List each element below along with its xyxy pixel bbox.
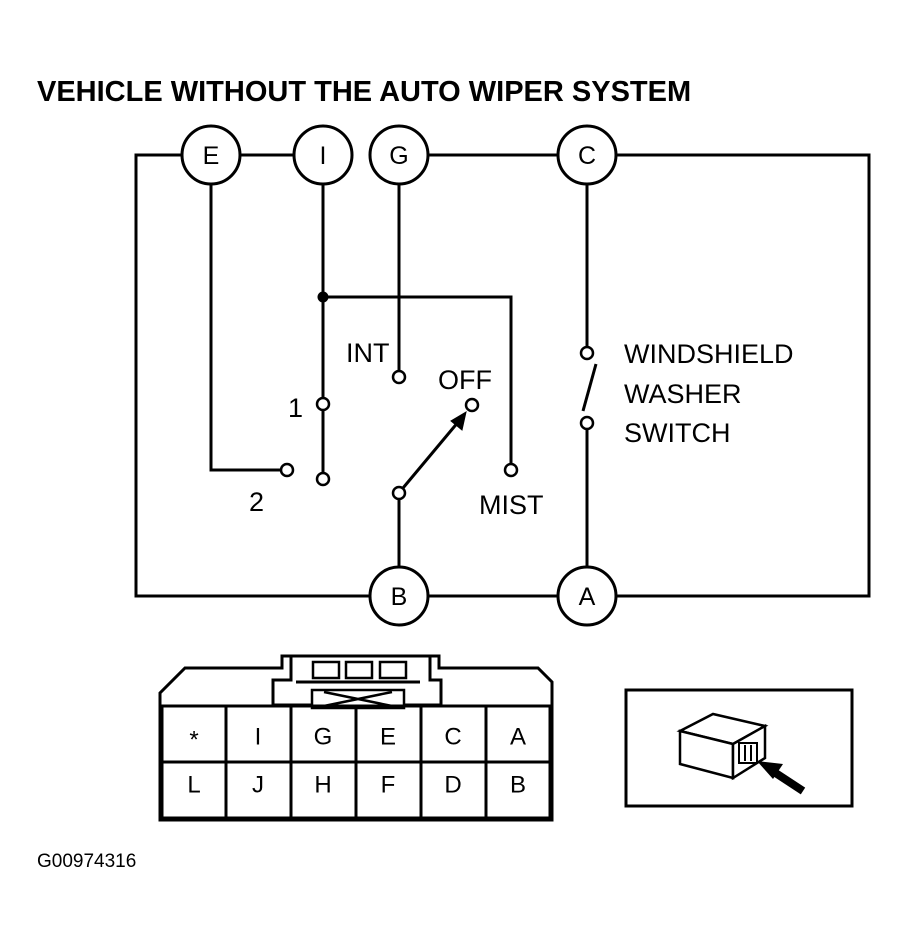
terminal-G: G [368, 124, 430, 186]
figure-id: G00974316 [37, 851, 136, 872]
svg-text:WASHER: WASHER [624, 379, 742, 409]
junction-dot [317, 291, 329, 303]
svg-text:B: B [391, 583, 408, 611]
pin-cell: I [255, 724, 262, 751]
contact-int [391, 369, 407, 385]
contact-pos2-left [279, 462, 295, 478]
terminal-E: E [180, 124, 242, 186]
pin-cell: F [381, 772, 396, 799]
pin-cell: B [510, 772, 526, 799]
label-int: INT [346, 338, 390, 368]
pin-cell: A [510, 724, 526, 751]
connector-pin-labels: * I G E C A L J H F D B [187, 724, 526, 799]
svg-text:E: E [203, 142, 220, 170]
terminal-I: I [292, 124, 354, 186]
svg-text:C: C [578, 142, 596, 170]
terminal-A: A [556, 565, 618, 627]
switch-contacts [279, 291, 595, 501]
pin-cell: D [444, 772, 461, 799]
washer-contact-upper [579, 345, 595, 361]
label-position-2: 2 [249, 487, 264, 517]
terminal-B: B [368, 565, 430, 627]
component-locator-box [624, 688, 854, 808]
pin-cell: G [314, 724, 333, 751]
pin-cell: C [444, 724, 461, 751]
label-off: OFF [438, 365, 492, 395]
washer-contact-lower [579, 415, 595, 431]
label-position-1: 1 [288, 393, 303, 423]
circuit-wiring [134, 153, 871, 598]
connector-block-icon [676, 712, 769, 781]
pin-cell: * [189, 727, 198, 754]
terminal-C: C [556, 124, 618, 186]
connector-face [158, 654, 554, 822]
contact-pos2-right [315, 471, 331, 487]
label-mist: MIST [479, 490, 544, 520]
pointer-arrow-icon [757, 761, 806, 795]
contact-common [391, 485, 407, 501]
contact-pos1-upper [315, 396, 331, 412]
contact-mist [503, 462, 519, 478]
svg-text:G: G [389, 142, 408, 170]
pin-cell: H [314, 772, 331, 799]
washer-switch-label: WINDSHIELD WASHER SWITCH [624, 339, 794, 448]
diagram-title: VEHICLE WITHOUT THE AUTO WIPER SYSTEM [37, 76, 691, 108]
contact-off [464, 397, 480, 413]
svg-text:A: A [579, 583, 596, 611]
pin-cell: E [380, 724, 396, 751]
pin-cell: J [252, 772, 264, 799]
svg-text:SWITCH: SWITCH [624, 418, 730, 448]
svg-text:WINDSHIELD: WINDSHIELD [624, 339, 794, 369]
svg-text:I: I [320, 142, 327, 170]
pin-cell: L [187, 772, 200, 799]
